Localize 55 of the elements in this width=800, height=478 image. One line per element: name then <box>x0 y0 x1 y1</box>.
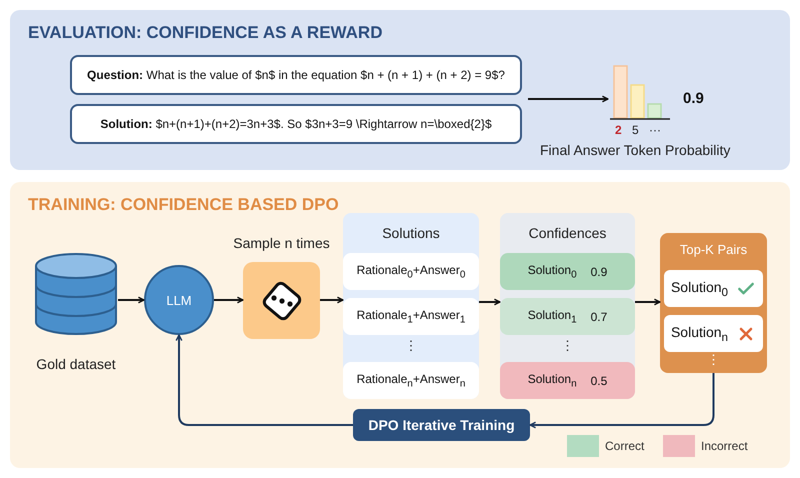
confidence-row <box>500 253 635 290</box>
row-text: Solution$_{0}$ <box>528 262 577 280</box>
training-box <box>353 409 530 441</box>
arrow <box>635 298 661 306</box>
panel-title: Top-K Pairs <box>680 242 748 258</box>
legend-text: Correct <box>605 439 644 453</box>
box-text: Question: What is the value of $n$ in the equation $n + (n + 1) + (n + 2) = 9$? <box>87 68 505 82</box>
ellipsis-mark: ⋮ <box>560 338 575 354</box>
token-label: ··· <box>649 123 661 137</box>
arrow <box>176 334 353 426</box>
row-text: Solution$_{n}$ <box>528 372 577 390</box>
ellipsis-mark: ⋮ <box>404 338 418 354</box>
column-panel <box>343 213 479 399</box>
confidence-value: 0.7 <box>590 310 608 324</box>
section-panel <box>10 10 790 170</box>
row-text: Solution$_{1}$ <box>528 308 577 326</box>
section-panel <box>10 182 790 468</box>
text-box <box>70 104 522 144</box>
arrow <box>118 296 145 304</box>
token-label: 5 <box>632 123 639 137</box>
pair-row <box>664 270 763 307</box>
row-text: Rationale$_{1}$+Answer$_{1}$ <box>356 308 466 326</box>
arrow <box>320 296 344 304</box>
column-title: Confidences <box>528 225 606 242</box>
confidence-row <box>500 362 635 399</box>
column-title: Solutions <box>382 225 440 242</box>
solution-row <box>343 362 479 399</box>
arrow <box>214 296 244 304</box>
confidence-value: 0.9 <box>590 264 608 278</box>
row-text: Rationale$_{n}$+Answer$_{n}$ <box>356 372 466 390</box>
box-text: DPO Iterative Training <box>368 417 515 433</box>
column-panel <box>500 213 635 399</box>
pair-row <box>664 315 763 352</box>
arrow <box>479 298 501 306</box>
token-label: 2 <box>615 123 622 137</box>
node-caption: Gold dataset <box>36 356 116 372</box>
ellipsis-mark: ⋮ <box>706 352 721 368</box>
row-text: Rationale$_{0}$+Answer$_{0}$ <box>356 262 466 280</box>
box-text: Solution: $n+(n+1)+(n+2)=3n+3$. So $3n+3=9 \Rightarrow n=\boxed{2}$ <box>100 117 492 131</box>
confidence-value: 0.5 <box>590 374 608 388</box>
section-title: TRAINING: CONFIDENCE BASED DPO <box>28 195 339 215</box>
section-title: EVALUATION: CONFIDENCE AS A REWARD <box>28 23 382 43</box>
row-text: Solution$_{n}$ <box>670 324 728 344</box>
probability-value: 0.9 <box>683 90 704 107</box>
arrow <box>529 373 714 428</box>
solution-row <box>343 253 479 290</box>
circle-text: LLM <box>166 292 192 308</box>
confidence-row <box>500 298 635 335</box>
pairs-panel <box>660 233 767 373</box>
chart-caption: Final Answer Token Probability <box>540 142 730 158</box>
legend-text: Incorrect <box>701 439 748 453</box>
row-text: Solution$_{0}$ <box>670 278 728 298</box>
solution-row <box>343 298 479 335</box>
node-caption: Sample n times <box>233 235 330 251</box>
text-box <box>70 55 522 95</box>
